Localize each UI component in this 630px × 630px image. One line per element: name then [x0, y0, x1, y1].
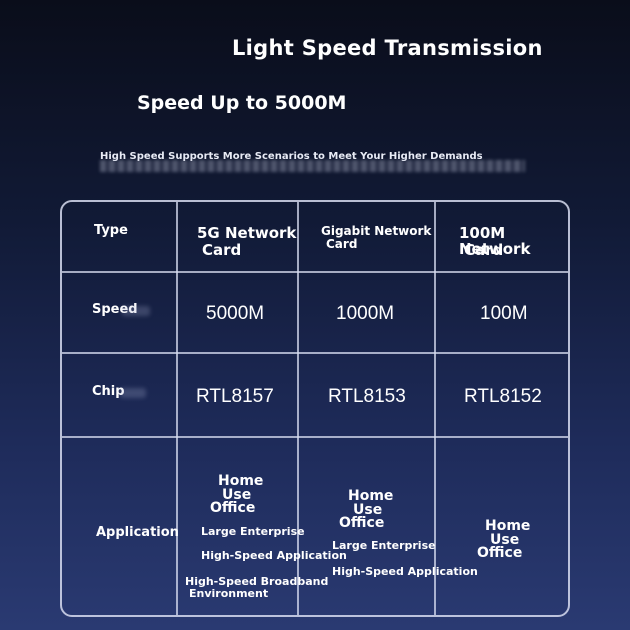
row-label-speed: Speed [92, 302, 138, 317]
app-5g-environment: Environment [189, 587, 269, 600]
type-100m-line2: Card [464, 241, 504, 259]
app-100m-use: Use [490, 532, 520, 548]
chip-5g: RTL8157 [196, 386, 274, 407]
app-gigabit-use: Use [353, 502, 383, 518]
row-label-application: Application [96, 525, 179, 540]
type-gigabit-line2: Card [326, 237, 358, 251]
tagline-blur-decoration [100, 160, 525, 172]
comparison-table: Type 5G Network Card Gigabit Network Car… [60, 200, 570, 617]
type-5g-line1: 5G Network [197, 224, 297, 242]
column-divider [434, 202, 436, 615]
column-divider [176, 202, 178, 615]
row-divider [62, 271, 568, 273]
app-5g-home: Home [218, 473, 264, 489]
app-gigabit-enterprise: Large Enterprise [332, 539, 436, 552]
column-divider [297, 202, 299, 615]
app-5g-use: Use [222, 487, 252, 503]
smudge-decoration [120, 388, 146, 398]
tagline: High Speed Supports More Scenarios to Me… [100, 151, 483, 162]
speed-100m: 100M [480, 303, 528, 324]
chip-100m: RTL8152 [464, 386, 542, 407]
app-5g-enterprise: Large Enterprise [201, 525, 305, 538]
app-100m-office: Office [477, 545, 523, 561]
app-5g-highspeed: High-Speed Application [201, 549, 347, 562]
row-label-chip: Chip [92, 384, 125, 399]
app-100m-home: Home [485, 518, 531, 534]
smudge-decoration [122, 306, 150, 316]
page-subtitle: Speed Up to 5000M [137, 92, 347, 114]
row-divider [62, 352, 568, 354]
type-100m-line1: 100M Network [459, 224, 531, 258]
app-5g-office: Office [210, 500, 256, 516]
type-gigabit-line1: Gigabit Network [321, 224, 432, 238]
app-gigabit-home: Home [348, 488, 394, 504]
row-divider [62, 436, 568, 438]
app-gigabit-office: Office [339, 515, 385, 531]
speed-5g: 5000M [206, 303, 265, 324]
app-5g-broadband: High-Speed Broadband [185, 575, 329, 588]
type-5g-line2: Card [202, 241, 242, 259]
speed-gigabit: 1000M [336, 303, 395, 324]
page-title: Light Speed Transmission [232, 36, 543, 60]
chip-gigabit: RTL8153 [328, 386, 406, 407]
row-label-type: Type [94, 223, 128, 238]
app-gigabit-highspeed: High-Speed Application [332, 565, 478, 578]
